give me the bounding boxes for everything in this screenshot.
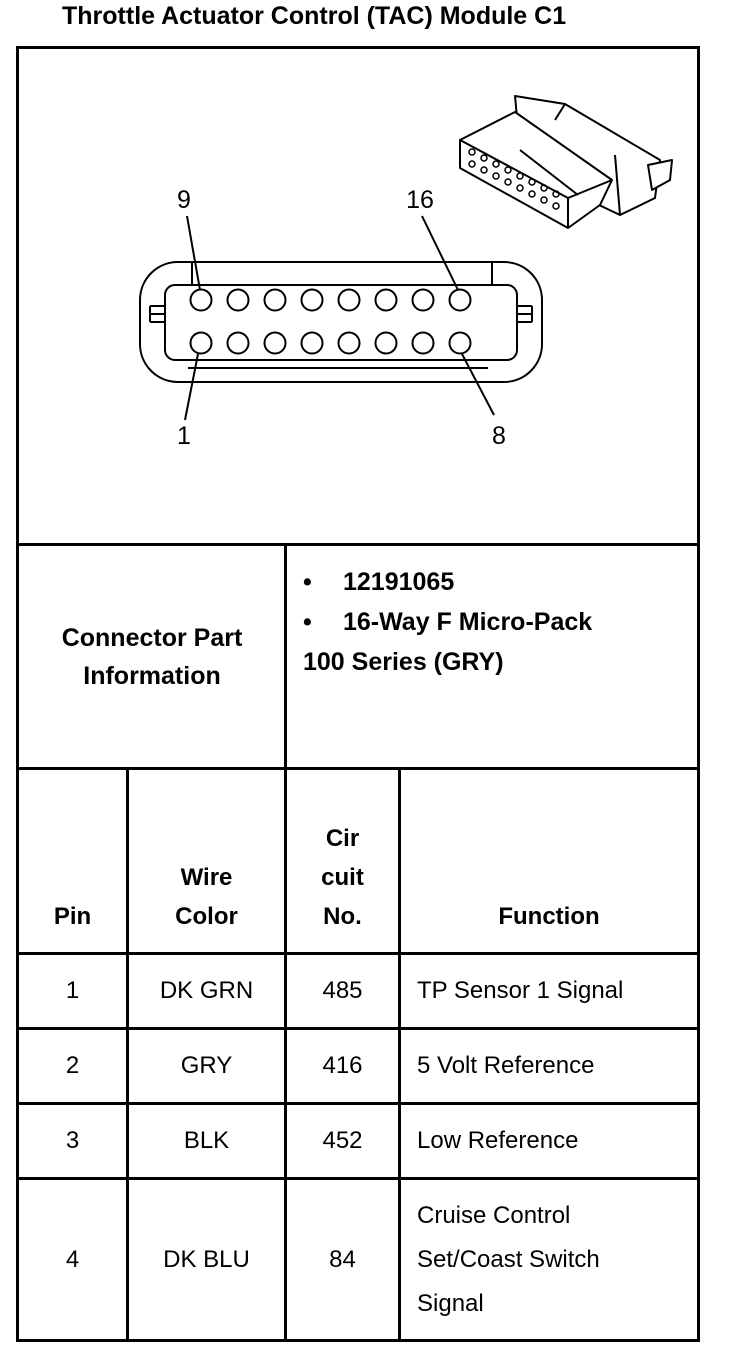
cavity-13	[337, 288, 361, 312]
divider-row-1	[16, 1027, 700, 1030]
row-1-pin: 1	[65, 977, 80, 1004]
column-divider-wire	[126, 767, 129, 1342]
column-divider-circuit	[284, 543, 287, 1342]
part-number: 12191065	[343, 568, 455, 596]
connector-diagram: 9 16 1 8	[139, 95, 673, 450]
divider-row-2	[16, 1102, 700, 1105]
leader-lines	[184, 215, 495, 421]
connector-label-line-2: Information	[83, 662, 221, 690]
pin-label-16: 16	[406, 186, 434, 214]
row-4-pin: 4	[65, 1245, 80, 1273]
cavity-12	[300, 288, 324, 312]
header-pin: Pin	[53, 903, 92, 930]
row-3-color: BLK	[183, 1127, 230, 1154]
row-2-color: GRY	[180, 1052, 233, 1079]
pin-label-9: 9	[177, 186, 191, 214]
cavity-11	[263, 288, 287, 312]
connector-part-info: • 12191065 • 16-Way F Micro-Pack 100 Ser…	[303, 562, 592, 682]
header-wire-color: Wire Color	[175, 864, 238, 930]
connector-face	[139, 261, 543, 383]
pin-cavities	[189, 288, 472, 355]
row-3-pin: 3	[65, 1127, 80, 1154]
pin-label-1: 1	[177, 422, 191, 450]
cavity-4	[300, 331, 324, 355]
row-1-function: TP Sensor 1 Signal	[417, 977, 624, 1004]
row-2-pin: 2	[65, 1052, 80, 1079]
bullet: •	[303, 568, 312, 596]
cavity-2	[226, 331, 250, 355]
cavity-15	[411, 288, 435, 312]
table-frame	[16, 46, 700, 1342]
connector-label-line-1: Connector Part	[61, 624, 243, 652]
divider-row-3	[16, 1177, 700, 1180]
cavity-6	[374, 331, 398, 355]
row-3-function: Low Reference	[417, 1127, 579, 1154]
row-2-function: 5 Volt Reference	[417, 1052, 595, 1079]
cavity-3	[263, 331, 287, 355]
row-4-circuit: 84	[329, 1245, 356, 1273]
column-divider-function	[398, 767, 401, 1342]
cavity-1	[189, 331, 213, 355]
row-4-color: DK BLU	[163, 1245, 250, 1273]
divider-diagram	[16, 543, 700, 546]
cavity-10	[226, 288, 250, 312]
connector-3d-view	[459, 95, 673, 229]
cavity-8	[448, 331, 472, 355]
row-3-circuit: 452	[322, 1127, 363, 1154]
cavity-5	[337, 331, 361, 355]
pin-label-8: 8	[492, 422, 506, 450]
divider-connector-info	[16, 767, 700, 770]
row-4-function: Cruise Control Set/Coast Switch Signal	[417, 1201, 600, 1317]
connector-part-label: Connector Part Information	[19, 546, 285, 768]
cavity-14	[374, 288, 398, 312]
cavity-9	[189, 288, 213, 312]
page-title: Throttle Actuator Control (TAC) Module C…	[62, 2, 567, 30]
header-function: Function	[498, 903, 600, 930]
bullet: •	[303, 608, 312, 636]
cavity-7	[411, 331, 435, 355]
header-circuit-no: Cir cuit No.	[321, 825, 364, 930]
row-1-circuit: 485	[322, 977, 363, 1004]
connector-series: 100 Series (GRY)	[303, 648, 504, 676]
divider-header	[16, 952, 700, 955]
row-2-circuit: 416	[322, 1052, 363, 1079]
row-1-color: DK GRN	[159, 977, 254, 1004]
cavity-16	[448, 288, 472, 312]
connector-description: 16-Way F Micro-Pack	[343, 608, 593, 636]
